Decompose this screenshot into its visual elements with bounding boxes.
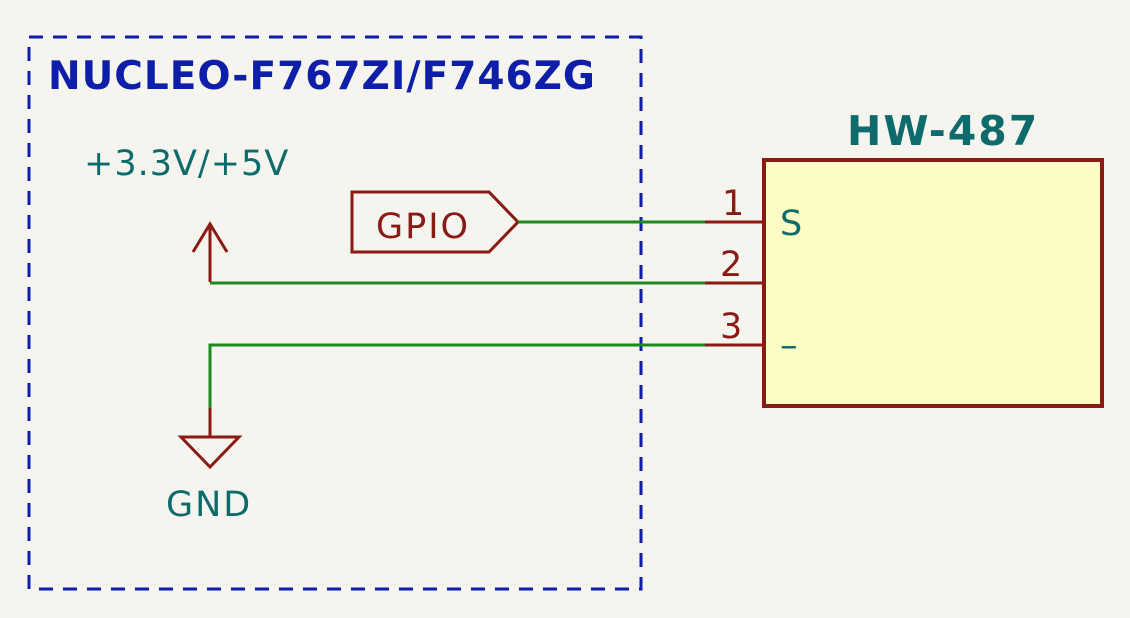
wire-gnd-to-pin3 — [208, 343, 705, 408]
ground-icon — [177, 408, 243, 470]
board-title: NUCLEO-F767ZI/F746ZG — [48, 54, 596, 99]
component-body — [762, 158, 1104, 408]
power-arrow-icon — [191, 221, 229, 282]
pin-name-3: – — [780, 326, 798, 366]
pin-number-2: 2 — [720, 245, 742, 285]
pin-number-3: 3 — [720, 307, 742, 347]
component-name: HW-487 — [847, 107, 1039, 155]
gpio-port-label: GPIO — [350, 190, 521, 254]
pin-name-1: S — [780, 204, 802, 244]
ground-net-label: GND — [166, 485, 252, 525]
gpio-label-text: GPIO — [376, 207, 470, 247]
power-net-label: +3.3V/+5V — [84, 144, 289, 184]
board-boundary — [27, 35, 643, 591]
pin-number-1: 1 — [722, 184, 744, 224]
